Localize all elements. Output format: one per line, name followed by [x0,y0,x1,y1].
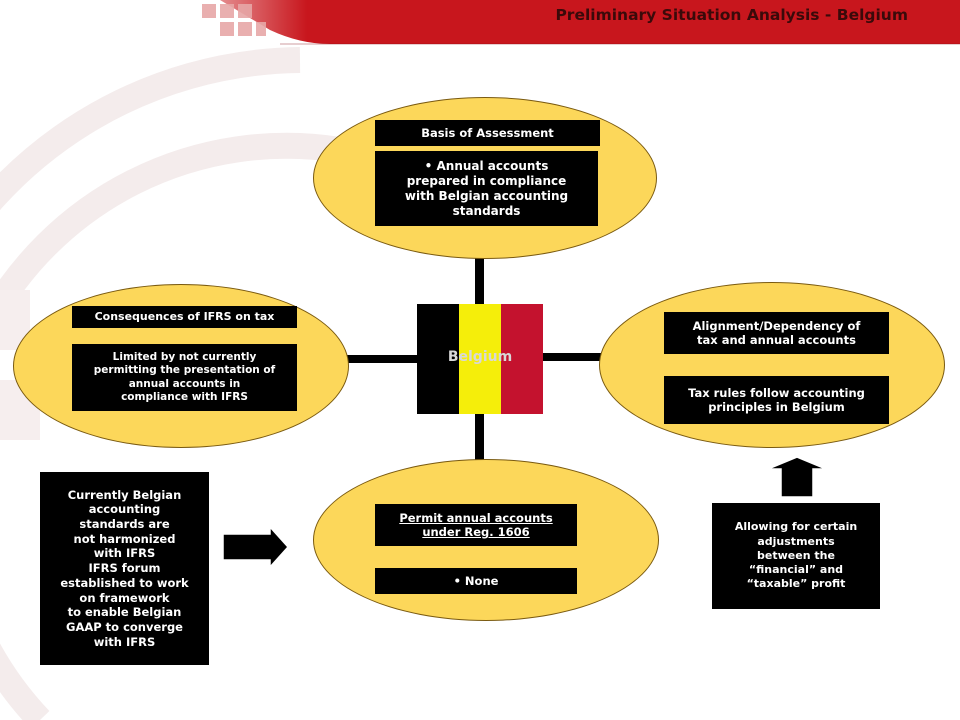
header-bar [0,0,960,45]
bottom-node-detail-box: • None [375,568,577,594]
flag-black-stripe [417,304,459,414]
left-node-detail-box: Limited by not currently permitting the … [72,344,297,411]
right-node-detail-box: Tax rules follow accounting principles i… [664,376,889,424]
right-node-detail: Tax rules follow accounting principles i… [688,385,865,414]
up-arrow-icon [767,456,827,498]
left-note-text: Currently Belgian accounting standards a… [60,487,189,649]
right-note-text: Allowing for certain adjustments between… [734,520,858,591]
left-node-heading: Consequences of IFRS on tax [94,310,275,324]
bottom-node-heading-box: Permit annual accounts under Reg. 1606 [375,504,577,546]
bottom-node-heading: Permit annual accounts under Reg. 1606 [399,510,553,539]
top-node-detail: • Annual accounts prepared in compliance… [404,158,569,218]
left-node-detail: Limited by not currently permitting the … [93,351,276,403]
page-title: Preliminary Situation Analysis - Belgium [555,6,908,24]
belgium-flag [417,304,543,414]
right-arrow-icon [222,526,290,568]
left-node-heading-box: Consequences of IFRS on tax [72,306,297,328]
top-node-detail-box: • Annual accounts prepared in compliance… [375,151,598,226]
left-note-box: Currently Belgian accounting standards a… [40,472,209,665]
connector-top [475,255,484,307]
right-node-heading: Alignment/Dependency of tax and annual a… [692,318,861,347]
flag-red-stripe [501,304,543,414]
connector-bottom [475,412,484,468]
top-node-heading: Basis of Assessment [421,125,554,140]
right-note-box: Allowing for certain adjustments between… [712,503,880,609]
connector-left [342,355,419,363]
flag-yellow-stripe [459,304,501,414]
connector-right [541,353,605,361]
right-node-heading-box: Alignment/Dependency of tax and annual a… [664,312,889,354]
bottom-node-detail: • None [453,573,499,588]
center-label: Belgium [447,349,513,365]
logo-squares [202,4,266,36]
top-node-heading-box: Basis of Assessment [375,120,600,146]
